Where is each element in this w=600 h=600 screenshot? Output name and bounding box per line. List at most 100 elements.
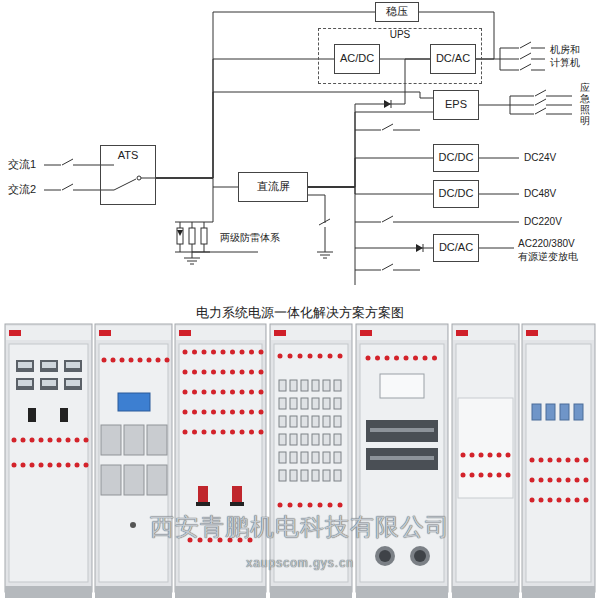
indicator-lamp (338, 354, 343, 359)
indicator-lamp (497, 473, 502, 478)
voltage-label: DC24V (524, 152, 556, 165)
indicator-lamp (156, 358, 161, 363)
indicator-lamp (278, 354, 283, 359)
indicator-lamp (575, 458, 580, 463)
node-label: EPS (445, 98, 467, 111)
cabinet-base (270, 586, 352, 598)
indicator-lamp (240, 370, 245, 375)
indicator-lamp (129, 358, 134, 363)
indicator-lamp (84, 463, 89, 468)
panel-meter (18, 362, 32, 368)
ground-symbol (184, 258, 200, 259)
indicator-lamp (192, 410, 197, 415)
ats-switch (141, 178, 156, 179)
display-panel (380, 374, 424, 398)
switch-symbol (382, 216, 393, 222)
surge-arrester (192, 222, 193, 228)
indicator-lamp (328, 503, 333, 508)
breaker (290, 416, 297, 427)
indicator-lamp (413, 356, 418, 361)
ground-symbol (320, 255, 330, 256)
indicator-lamp (497, 453, 502, 458)
breaker (323, 380, 330, 391)
cabinet-header (176, 326, 265, 340)
indicator-lamp (385, 356, 390, 361)
indicator-lamp (366, 356, 371, 361)
wire-connector (308, 187, 433, 194)
voltage-label: DC48V (524, 188, 556, 201)
indicator-lamp (183, 390, 188, 395)
surge-arrester (175, 222, 213, 223)
cabinet-body (522, 324, 595, 592)
eps-box: EPS (433, 90, 479, 120)
cabinet-header (6, 326, 91, 340)
indicator-lamp (183, 350, 188, 355)
indicator-lamp (506, 473, 511, 478)
cabinet-door (99, 344, 168, 582)
panel-meter (42, 380, 56, 386)
surge-arrester (177, 230, 183, 236)
switch-symbol (535, 108, 546, 114)
ats-switch (114, 179, 136, 190)
surge-arrester (204, 244, 205, 252)
breaker (546, 404, 555, 420)
switch-symbol (520, 64, 531, 70)
indicator-lamp (230, 390, 235, 395)
ats-switch (137, 176, 141, 180)
breaker (301, 434, 308, 445)
brand-logo (179, 330, 191, 336)
ac-bus (213, 187, 214, 222)
output-line (479, 248, 514, 249)
indicator-lamp (21, 463, 26, 468)
indicator-lamp (202, 350, 207, 355)
indicator-lamp (221, 370, 226, 375)
breaker (279, 434, 286, 445)
indicator-lamp (338, 503, 343, 508)
switch-symbol (62, 159, 73, 165)
regulator-box: 稳压 (375, 2, 419, 22)
switch-handle (232, 486, 242, 502)
brand-logo (274, 330, 286, 336)
wire-connector (156, 178, 238, 187)
indicator-lamp (584, 478, 589, 483)
indicator-lamp (298, 354, 303, 359)
indicator-lamp (183, 370, 188, 375)
wire-connector (308, 59, 430, 187)
switch-symbol (382, 264, 393, 270)
output-line (479, 158, 519, 159)
rectifier-module (147, 425, 167, 455)
cabinet-base (452, 586, 519, 598)
cabinet-door (456, 344, 515, 582)
indicator-lamp (66, 438, 71, 443)
breaker (279, 416, 286, 427)
switch-symbol (535, 90, 546, 96)
breaker (312, 434, 319, 445)
dc-panel-box: 直流屏 (238, 172, 308, 202)
node-label: 直流屏 (257, 180, 290, 193)
indicator-lamp (432, 356, 437, 361)
rectifier-module (124, 425, 144, 455)
indicator-lamp (240, 430, 245, 435)
converter-box: DC/DC (433, 180, 479, 208)
inverter-module (370, 456, 434, 460)
wire-connector (308, 112, 433, 187)
surge-arrester (192, 252, 258, 253)
indicator-lamp (211, 430, 216, 435)
breaker (334, 398, 341, 409)
indicator-lamp (584, 458, 589, 463)
breaker (334, 380, 341, 391)
panel-meter (66, 362, 80, 368)
cooling-fan (375, 546, 395, 566)
cabinet-body (270, 324, 352, 592)
brand-logo (360, 330, 372, 336)
indicator-lamp (249, 370, 254, 375)
cabinet-base (95, 586, 172, 598)
indicator-lamp (230, 350, 235, 355)
breaker (323, 470, 330, 481)
indicator-lamp (66, 463, 71, 468)
cooling-fan (410, 546, 430, 566)
indicator-lamp (530, 498, 535, 503)
breaker (532, 404, 541, 420)
indicator-lamp (249, 410, 254, 415)
switch-handle (230, 502, 244, 506)
